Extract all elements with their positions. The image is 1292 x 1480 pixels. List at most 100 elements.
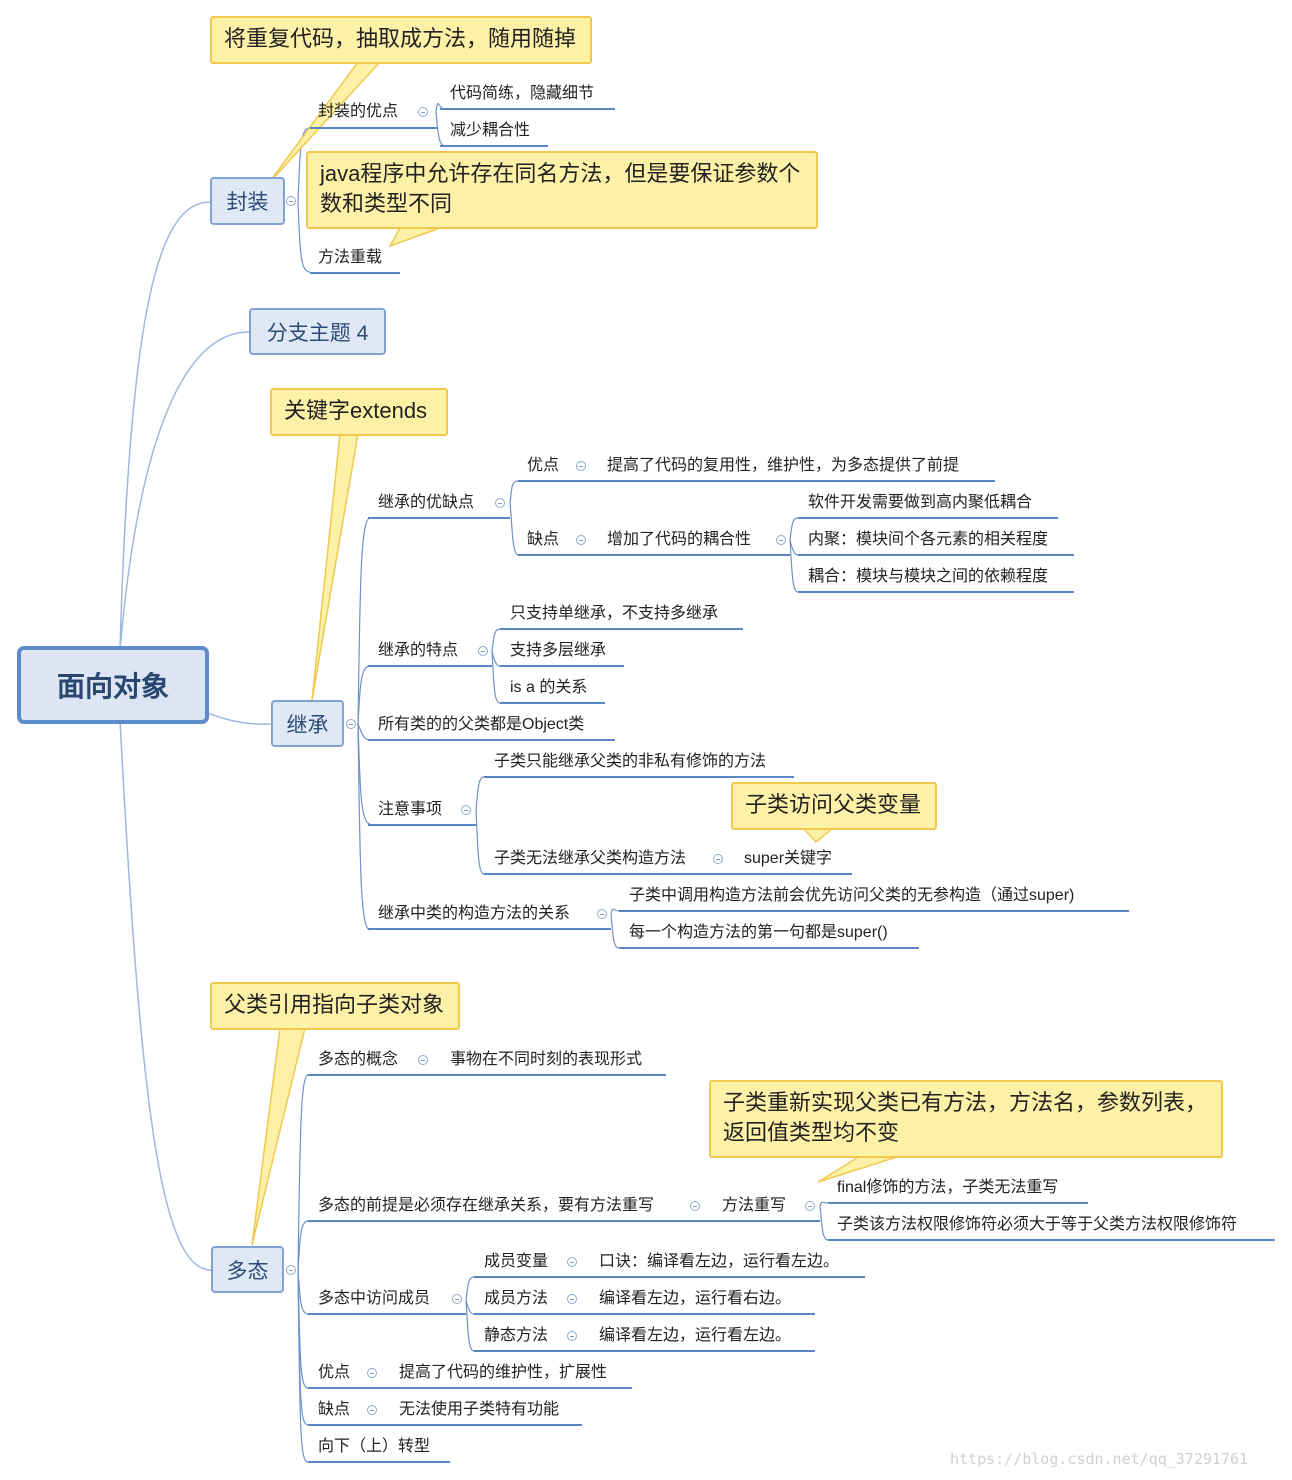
underline: [390, 1387, 632, 1389]
poly-con-item: 无法使用子类特有功能: [399, 1401, 560, 1418]
inherit-con-detail-1: 软件开发需要做到高内聚低耦合: [808, 494, 1033, 511]
collapse-toggle[interactable]: [367, 1368, 377, 1378]
poly-override-label: 方法重写: [722, 1197, 787, 1214]
collapse-toggle[interactable]: [713, 854, 723, 864]
underline: [619, 910, 1129, 912]
underline: [440, 108, 615, 110]
poly-concept-item: 事物在不同时刻的表现形式: [450, 1051, 643, 1068]
poly-pro-item: 提高了代码的维护性，扩展性: [399, 1364, 608, 1381]
collapse-toggle[interactable]: [690, 1201, 700, 1211]
underline: [736, 873, 852, 875]
underline: [474, 1276, 589, 1278]
inherit-feature-2: 支持多层继承: [510, 642, 607, 659]
collapse-toggle[interactable]: [805, 1201, 815, 1211]
collapse-toggle[interactable]: [576, 461, 586, 471]
collapse-toggle[interactable]: [567, 1294, 577, 1304]
collapse-toggle[interactable]: [452, 1294, 462, 1304]
inherit-con-label: 缺点: [527, 531, 560, 548]
inherit-super-keyword: super关键字: [744, 850, 833, 867]
underline: [308, 1220, 712, 1222]
topic-inheritance[interactable]: 继承: [271, 700, 344, 747]
root-label: 面向对象: [56, 671, 169, 702]
topic-encapsulation[interactable]: 封装: [210, 177, 285, 225]
collapse-toggle[interactable]: [286, 1265, 296, 1275]
poly-pro-label: 优点: [318, 1364, 351, 1381]
collapse-toggle[interactable]: [776, 535, 786, 545]
note-polymorphism: 父类引用指向子类对象: [210, 982, 460, 1030]
underline: [440, 145, 548, 147]
poly-premise-label: 多态的前提是必须存在继承关系，要有方法重写: [318, 1197, 655, 1214]
poly-member-method-label: 成员方法: [484, 1290, 549, 1307]
encap-benefit-2: 减少耦合性: [450, 122, 531, 139]
collapse-toggle[interactable]: [286, 196, 296, 206]
underline: [310, 272, 400, 274]
collapse-toggle[interactable]: [567, 1331, 577, 1341]
poly-member-method-value: 编译看左边，运行看右边。: [599, 1290, 792, 1307]
underline: [518, 554, 598, 556]
collapse-toggle[interactable]: [418, 1055, 428, 1065]
inherit-pro-label: 优点: [527, 457, 560, 474]
collapse-toggle[interactable]: [576, 535, 586, 545]
underline: [368, 517, 510, 519]
underline: [518, 480, 598, 482]
poly-members-label: 多态中访问成员: [318, 1290, 431, 1307]
underline: [368, 824, 476, 826]
inherit-con-detail-2: 内聚：模块间个各元素的相关程度: [808, 531, 1049, 548]
topic-label: 封装: [226, 191, 269, 214]
underline: [798, 517, 1058, 519]
underline: [308, 1461, 450, 1463]
collapse-toggle[interactable]: [461, 805, 471, 815]
inherit-con-item: 增加了代码的耦合性: [607, 531, 752, 548]
inherit-feature-3: is a 的关系: [510, 679, 588, 696]
underline: [589, 1276, 865, 1278]
topic-branch-4[interactable]: 分支主题 4: [249, 308, 386, 355]
inherit-note-item-1: 子类只能继承父类的非私有修饰的方法: [494, 753, 767, 770]
note-overload: java程序中允许存在同名方法，但是要保证参数个数和类型不同: [306, 151, 818, 229]
poly-cast: 向下（上）转型: [318, 1438, 431, 1455]
inherit-constructor-1: 子类中调用构造方法前会优先访问父类的无参构造（通过super): [629, 887, 1075, 904]
underline: [798, 591, 1074, 593]
watermark: https://blog.csdn.net/qq_37291761: [950, 1450, 1249, 1468]
collapse-toggle[interactable]: [478, 646, 488, 656]
inherit-notes-label: 注意事项: [378, 801, 443, 818]
inherit-proscons-label: 继承的优缺点: [378, 494, 475, 511]
inherit-constructors-label: 继承中类的构造方法的关系: [378, 905, 571, 922]
underline: [368, 928, 611, 930]
underline: [308, 1387, 390, 1389]
underline: [484, 873, 736, 875]
underline: [828, 1202, 1088, 1204]
note-inheritance: 关键字extends: [270, 388, 448, 436]
collapse-toggle[interactable]: [567, 1257, 577, 1267]
underline: [798, 554, 1074, 556]
underline: [500, 628, 743, 630]
inherit-note-item-2: 子类无法继承父类构造方法: [494, 850, 687, 867]
underline: [368, 665, 492, 667]
underline: [619, 947, 919, 949]
topic-label: 分支主题 4: [266, 321, 369, 345]
underline: [598, 480, 995, 482]
topic-polymorphism[interactable]: 多态: [211, 1246, 284, 1293]
collapse-toggle[interactable]: [418, 107, 428, 117]
encap-benefits-label: 封装的优点: [318, 103, 399, 120]
collapse-toggle[interactable]: [495, 498, 505, 508]
root-topic[interactable]: 面向对象: [17, 646, 209, 724]
note-encapsulation: 将重复代码，抽取成方法，随用随掉: [210, 16, 592, 64]
poly-override-item-1: final修饰的方法，子类无法重写: [837, 1179, 1059, 1196]
encap-overload: 方法重载: [318, 249, 383, 266]
underline: [589, 1313, 815, 1315]
collapse-toggle[interactable]: [597, 909, 607, 919]
inherit-pro-item: 提高了代码的复用性，维护性，为多态提供了前提: [607, 457, 960, 474]
poly-concept-label: 多态的概念: [318, 1051, 399, 1068]
collapse-toggle[interactable]: [346, 719, 356, 729]
collapse-toggle[interactable]: [367, 1405, 377, 1415]
underline: [712, 1220, 820, 1222]
underline: [500, 702, 605, 704]
poly-member-static-value: 编译看左边，运行看左边。: [599, 1327, 792, 1344]
topic-label: 多态: [226, 1259, 269, 1283]
underline: [308, 1424, 390, 1426]
underline: [308, 1313, 466, 1315]
underline: [598, 554, 790, 556]
poly-override-item-2: 子类该方法权限修饰符必须大于等于父类方法权限修饰符: [837, 1216, 1238, 1233]
